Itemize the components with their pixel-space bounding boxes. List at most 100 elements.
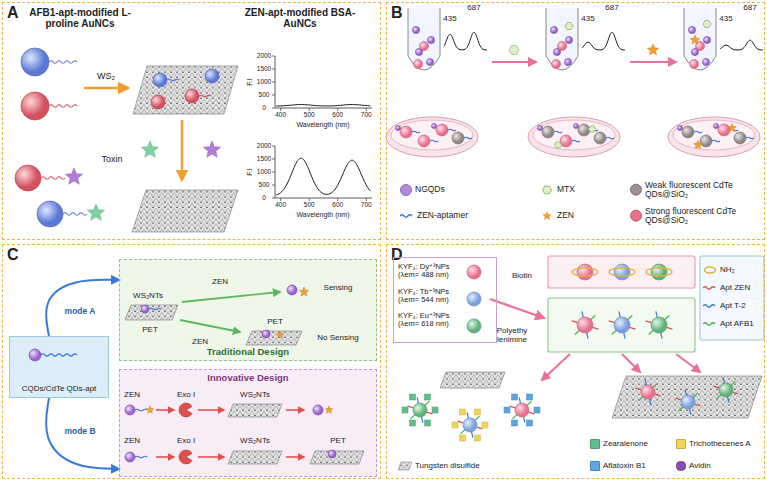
dish-rim bbox=[673, 120, 755, 150]
aptamer bbox=[733, 392, 739, 394]
quantum-dot bbox=[432, 124, 437, 129]
legend-text: Weak fluorescent CdTe QDs@SiO₂ bbox=[645, 181, 755, 200]
label: 1500 bbox=[257, 155, 271, 162]
amine-ring bbox=[609, 268, 635, 276]
quantum-dot bbox=[565, 59, 572, 66]
panel: B bbox=[386, 2, 765, 240]
tick bbox=[272, 146, 275, 147]
aptamer bbox=[167, 79, 179, 81]
aptamer bbox=[690, 409, 691, 415]
legend-symbol bbox=[398, 461, 412, 471]
legend-text: Apt T-2 bbox=[720, 302, 746, 311]
label: 435 bbox=[719, 15, 732, 24]
aptamer bbox=[703, 323, 715, 326]
label: ZEN-apt-modified BSA-AuNCs bbox=[240, 7, 360, 29]
legend-text: NH₂ bbox=[720, 266, 735, 275]
toxin bbox=[512, 420, 518, 426]
legend-text: MTX bbox=[557, 185, 575, 194]
nanoparticle bbox=[414, 60, 423, 69]
legend-swatch bbox=[400, 184, 412, 196]
label: Sensing bbox=[324, 284, 353, 293]
tick bbox=[272, 82, 275, 83]
nanoparticle bbox=[719, 383, 733, 397]
spectrum bbox=[582, 32, 625, 50]
aptamer bbox=[400, 215, 412, 218]
label: 0 bbox=[262, 194, 266, 201]
nanoparticle bbox=[552, 60, 561, 69]
arrow bbox=[84, 87, 128, 90]
legend-entry: NGQDs bbox=[400, 184, 445, 196]
tick bbox=[272, 56, 275, 57]
legend-text: NGQDs bbox=[415, 185, 445, 194]
quantum-dot bbox=[141, 305, 149, 313]
ws2-sheet bbox=[228, 404, 282, 417]
legend-swatch bbox=[676, 461, 686, 471]
toxin-star bbox=[65, 168, 82, 184]
connector bbox=[46, 398, 119, 469]
tick bbox=[280, 108, 281, 111]
legend-symbol bbox=[400, 211, 414, 221]
frame bbox=[548, 298, 695, 352]
aptamer bbox=[746, 137, 754, 139]
legend-entry: Apt T-2 bbox=[703, 301, 746, 311]
aptamer bbox=[609, 321, 615, 323]
aptamer bbox=[412, 131, 420, 133]
nanoparticle bbox=[718, 124, 730, 136]
aptamer bbox=[519, 397, 520, 403]
toxin bbox=[425, 394, 431, 400]
legend-entry: ZEN-aptamer bbox=[400, 211, 468, 221]
aptamer bbox=[661, 333, 662, 339]
nanoparticle bbox=[594, 132, 606, 144]
nanoparticle bbox=[682, 126, 694, 138]
quantum-dot bbox=[427, 59, 434, 66]
label: WS₂ bbox=[97, 72, 115, 82]
label: 687 bbox=[605, 4, 618, 13]
legend-entry: Apt AFB1 bbox=[703, 319, 754, 329]
legend-entry: Apt ZEN bbox=[703, 283, 750, 293]
label: 435 bbox=[443, 15, 456, 24]
aptamer bbox=[591, 315, 595, 319]
arrow bbox=[182, 292, 280, 302]
arrow bbox=[181, 120, 184, 180]
tick bbox=[309, 198, 310, 201]
aptamer bbox=[638, 397, 642, 401]
aptamer bbox=[678, 407, 682, 411]
figure bbox=[15, 8, 764, 464]
label: WS₂NTs bbox=[240, 391, 270, 400]
aptamer bbox=[630, 327, 636, 329]
nanoparticle bbox=[21, 92, 49, 120]
label: 2000 bbox=[257, 52, 271, 59]
dish bbox=[668, 117, 760, 157]
amine-ring bbox=[705, 267, 716, 273]
nanoparticle bbox=[577, 317, 593, 333]
amine-ring bbox=[572, 268, 598, 276]
spectrum bbox=[276, 105, 371, 106]
dish bbox=[386, 117, 478, 157]
label: 1500 bbox=[257, 65, 271, 72]
legend-entry: Weak fluorescent CdTe QDs@SiO₂ bbox=[630, 181, 755, 200]
toxin bbox=[432, 407, 438, 413]
hexagon bbox=[703, 21, 711, 28]
aptamer bbox=[703, 287, 715, 290]
label: PET bbox=[330, 437, 346, 446]
label: ZEN bbox=[192, 338, 208, 347]
legend-swatch bbox=[676, 439, 686, 449]
arrow bbox=[198, 409, 224, 411]
aptamer bbox=[653, 383, 657, 387]
label: Polyethy lenimine bbox=[489, 327, 535, 345]
edge-label: mode B bbox=[62, 427, 97, 436]
legend-symbol bbox=[703, 283, 717, 293]
aptamer bbox=[628, 315, 632, 319]
connector bbox=[46, 280, 119, 336]
toxin-star bbox=[203, 141, 220, 157]
legend-text: Strong fluorescent CdTe QDs@SiO₂ bbox=[645, 207, 755, 226]
label: F.I bbox=[246, 78, 254, 85]
aptamer bbox=[41, 354, 77, 356]
aptamer bbox=[606, 137, 614, 139]
tick bbox=[337, 198, 338, 201]
box-heading: KYF₄: Tb⁺³NPs (λem= 544 nm) bbox=[398, 288, 464, 305]
nanoparticle bbox=[614, 317, 630, 333]
aptamer bbox=[135, 456, 147, 458]
ws2-sheet bbox=[133, 66, 238, 114]
